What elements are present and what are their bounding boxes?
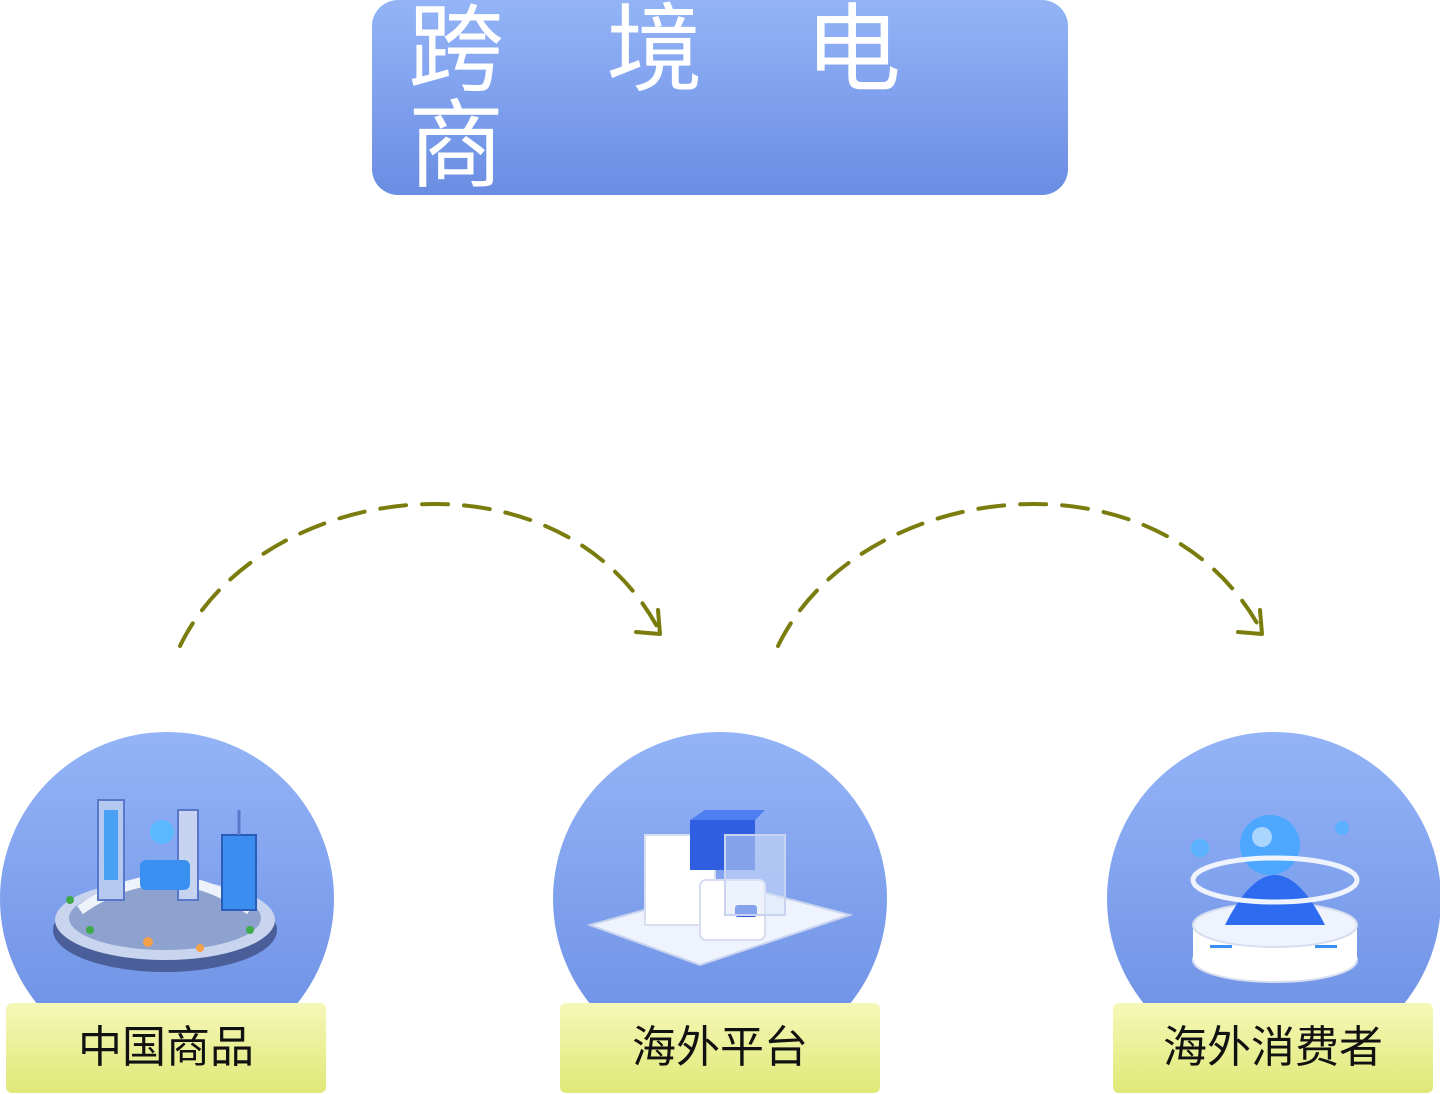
- node-label-overseas-platform: 海外平台: [560, 1003, 880, 1093]
- arrowhead-1: [634, 608, 662, 636]
- title-banner: 跨 境 电 商: [372, 0, 1068, 195]
- diagram-title: 跨 境 电 商: [408, 0, 938, 202]
- platform-cubes-icon: [586, 810, 854, 967]
- arrow-platform-to-consumer: [776, 502, 1264, 648]
- arrow-goods-to-platform: [178, 502, 662, 648]
- node-label-china-goods: 中国商品: [6, 1003, 326, 1093]
- smart-city-icon: [53, 799, 277, 972]
- consumer-orb-icon: [1190, 815, 1360, 983]
- arrowhead-2: [1236, 608, 1264, 636]
- node-label-overseas-consumer: 海外消费者: [1113, 1003, 1433, 1093]
